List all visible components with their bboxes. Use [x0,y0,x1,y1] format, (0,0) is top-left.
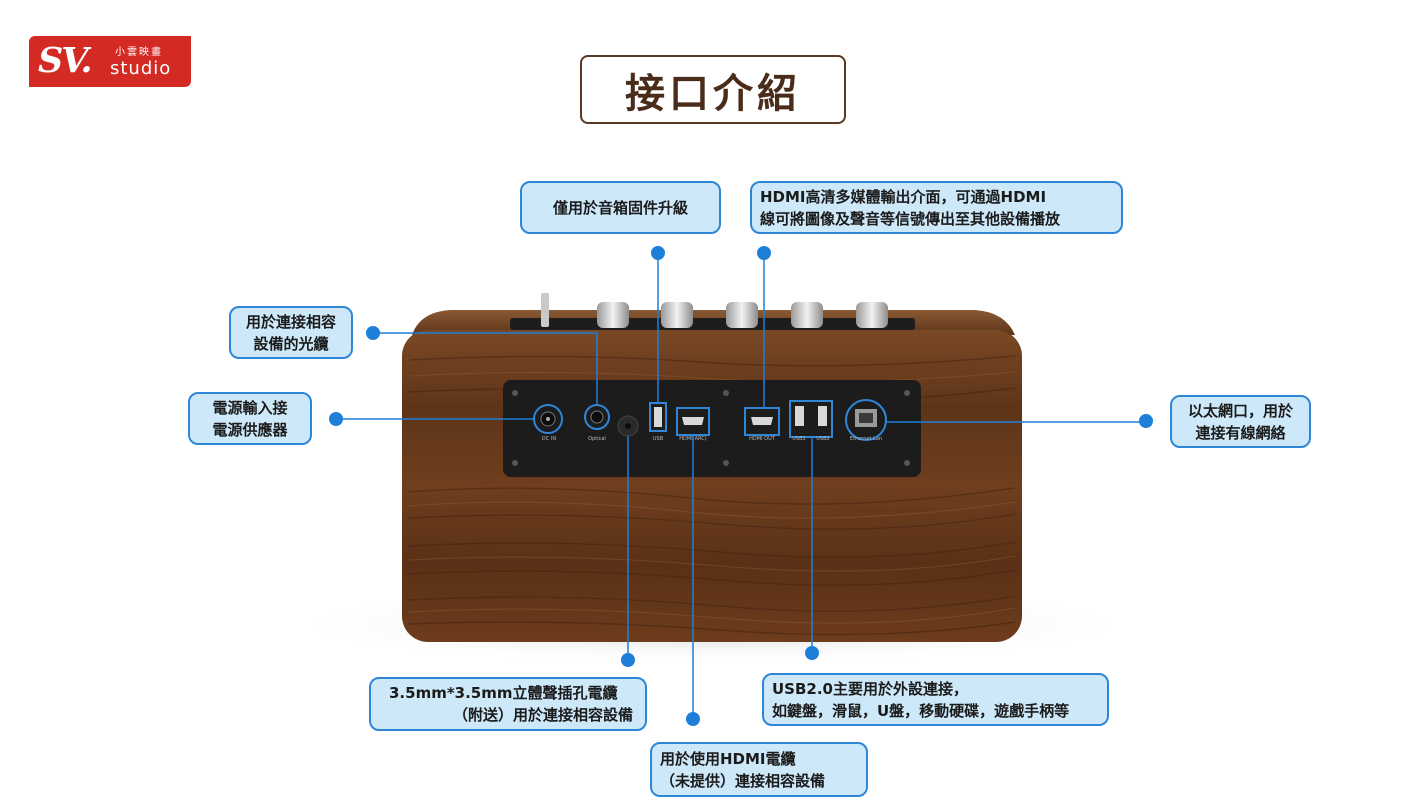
antenna-icon [541,293,549,327]
brand-mark: SV. [38,40,92,81]
callout-hdmi-arc: 用於使用HDMI電纜 （未提供）連接相容設備 [650,742,868,797]
callout-aux-line2: （附送）用於連接相容設備 [452,706,633,724]
label-hdmi-out: HDMI OUT [749,436,776,442]
label-optical: Optical [588,436,606,442]
brand-logo: SV. 小雲映畫 studio [29,36,191,87]
label-ethernet: Ethernet Lan [850,436,882,442]
callout-optical-line2: 設備的光纜 [253,334,329,353]
callout-ethernet-line2: 連接有線網絡 [1195,423,1286,442]
callout-hdmi-out-line1: HDMI高清多媒體輸出介面，可通過HDMI [760,187,1047,206]
callout-power: 電源輸入接 電源供應器 [188,392,312,445]
leader-lines [336,253,1146,719]
wooden-cabinet [402,330,1022,642]
hdmi-out-port [744,407,780,436]
callout-aux-line1: 3.5mm*3.5mm立體聲插孔電纜 [389,684,618,702]
usb-ports [789,400,833,438]
callout-aux-cable: 3.5mm*3.5mm立體聲插孔電纜 （附送）用於連接相容設備 [369,677,647,731]
label-dc-in: DC IN [542,436,556,442]
callout-usb2-line2: 如鍵盤，滑鼠，U盤，移動硬碟，遊戲手柄等 [772,701,1070,720]
callout-hdmi-arc-line1: 用於使用HDMI電纜 [660,749,796,768]
callout-usb-firmware: 僅用於音箱固件升級 [520,181,721,234]
leader-dots [329,246,1153,726]
callout-optical-line1: 用於連接相容 [245,312,336,331]
callout-hdmi-out: HDMI高清多媒體輸出介面，可通過HDMI 線可將圖像及聲音等信號傳出至其他設備… [750,181,1123,234]
callout-hdmi-arc-line2: （未提供）連接相容設備 [660,771,826,790]
callout-power-line2: 電源供應器 [212,420,288,439]
page-title-box: 接口介紹 [580,55,846,124]
label-usb: USB [653,436,664,442]
callout-power-line1: 電源輸入接 [212,398,288,417]
callout-usb2-line1: USB2.0主要用於外設連接， [772,679,968,698]
label-usb1: USB1 [792,436,805,442]
page-title: 接口介紹 [625,70,801,117]
callout-optical: 用於連接相容 設備的光纜 [229,306,353,359]
rear-port-panel [503,380,921,477]
label-usb2: USB2 [816,436,829,442]
volume-knobs-icon [597,302,888,328]
brand-studio: studio [110,58,172,79]
callout-firmware-line1: 僅用於音箱固件升級 [552,198,688,217]
usb-service-port [649,402,667,432]
callout-ethernet-line1: 以太網口，用於 [1187,401,1293,420]
top-control-strip [510,318,915,330]
ethernet-port [845,399,887,441]
callout-hdmi-out-line2: 線可將圖像及聲音等信號傳出至其他設備播放 [760,209,1061,228]
callout-ethernet: 以太網口，用於 連接有線網絡 [1170,395,1311,448]
callout-usb2: USB2.0主要用於外設連接， 如鍵盤，滑鼠，U盤，移動硬碟，遊戲手柄等 [762,673,1109,726]
brand-chinese-name: 小雲映畫 [115,47,163,58]
